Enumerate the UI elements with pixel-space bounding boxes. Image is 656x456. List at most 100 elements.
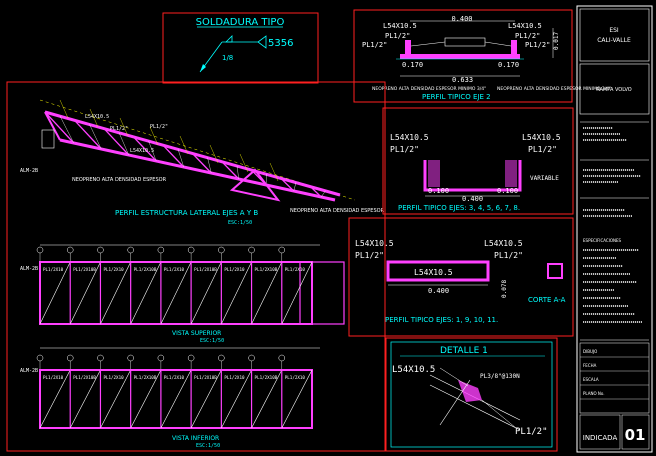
ejes3-label-left: L54X10.5 [390,133,429,142]
plan-member-tag: PL1/2X10 [43,267,64,272]
section-perfil-eje-2: 0.400 L54X10.5 L54X10.5 PL1/2" PL1/2" PL… [353,9,611,103]
inferior-axis-tag: ALM-2B [20,368,38,374]
lateral-callout-leader [209,144,219,164]
ejes3-plate-left: PL1/2" [390,145,419,154]
lateral-web-diagonal [133,136,157,162]
detalle1-chord-b [429,384,521,431]
corte-aa-section [547,263,563,279]
lateral-web-vertical [293,182,297,192]
lateral-web-diagonal [221,161,240,180]
detalle1-title: DETALLE 1 [440,346,488,356]
ejes3-right-angle [505,160,517,187]
ejes1-plate-left: PL1/2" [355,251,384,260]
eje2-plate-left-a: PL1/2" [385,32,410,40]
drawing-number: 01 [625,426,646,444]
weld-leader-arrow [200,64,206,72]
detalle1-leader-plate [481,399,517,429]
ejes3-dim-bottom: 0.400 [462,195,483,203]
plan-bay-diagonal [160,261,192,325]
lateral-title: PERFIL ESTRUCTURA LATERAL EJES A Y B [115,209,258,217]
ejes1-plate-right: PL1/2" [494,251,523,260]
lateral-web-diagonal [103,128,130,156]
lateral-callout-leader [119,117,129,137]
plan-bay-diagonal [130,369,162,429]
company-line1: ESI [609,27,619,34]
detalle1-label-plate-bolt: PL3/8"@130N [480,373,520,380]
plan-bay-diagonal [39,261,71,325]
plan-bay-diagonal [100,369,131,429]
drawing-number-box [621,414,650,450]
plan-member-tag: PL1/2X10 [164,375,185,380]
plan-member-tag: PL1/2X10B [134,267,157,272]
ejes3-left-angle [428,160,440,187]
lateral-web-diagonal [192,153,212,174]
plan-member-tag: PL1/2X10B [73,375,96,380]
ejes1-box-section [386,260,490,282]
plan-member-tag: PL1/2X10B [73,267,96,272]
plan-bay-diagonal [281,369,313,429]
title-block: ESI CALI-VALLE RAMPA VOLVO ESPECIFICACIO… [576,5,653,453]
detalle1-diagonal [439,379,471,426]
lateral-callout-leader [149,126,159,146]
detalle1-inner-frame [390,341,553,448]
lateral-web-vertical [89,124,102,150]
weld-leg-size: 1/8 [222,54,233,62]
notes-heading: ESPECIFICACIONES [583,238,622,243]
superior-bays: PL1/2X10 PL1/2X10B PL1/2X10 PL1/2X10B PL1/2X… [39,261,313,325]
ejes1-dim-bottom: 0.400 [428,287,449,295]
title-block-frame [576,5,653,453]
title-block-fine-text-lines [583,127,642,323]
plan-member-tag: PL1/2X10 [285,267,306,272]
lateral-callout-leader [269,162,279,182]
superior-title: VISTA SUPERIOR [172,330,221,337]
lateral-member-tag: L54X10.5 [130,148,154,154]
plan-member-tag: PL1/2X10 [103,267,124,272]
detalle1-label-angle: L54X10.5 [392,365,435,375]
plan-member-tag: PL1/2X10 [164,267,185,272]
ejes3-plate-right: PL1/2" [528,145,557,154]
ejes3-dim-left: 0.100 [428,187,449,195]
lateral-support-truss [229,168,281,202]
project-name: RAMPA VOLVO [596,87,632,93]
lateral-member-tag: PL1/2" [150,124,168,130]
company-box [579,8,650,62]
eje2-brace-right [484,41,512,47]
lateral-web-diagonal [162,144,185,168]
plan-bay-diagonal [190,261,222,325]
lateral-neoprene-note-left: NEOPRENO ALTA DENSIDAD ESPESOR [72,177,167,183]
ejes1-label-right: L54X10.5 [484,239,523,248]
plan-bay-diagonal [69,369,101,429]
lateral-callout-leader [179,135,189,155]
weld-tail [257,35,267,49]
eje2-bottom-plate [400,54,520,59]
lateral-web-members [44,111,326,198]
plan-member-tag: PL1/2X10 [285,375,306,380]
plan-member-tag: PL1/2X10B [194,267,217,272]
section-perfil-ejes-1-9: L54X10.5 PL1/2" L54X10.5 PL1/2" L54X10.5… [348,217,574,337]
lateral-neoprene-note-right: NEOPRENO ALTA DENSIDAD ESPESOR [290,208,385,214]
weld-box-frame [162,12,319,84]
fillet-weld-symbol [225,35,233,43]
lateral-web-vertical [148,140,157,162]
plan-member-tag: PL1/2X10B [255,375,278,380]
main-views-frame [6,81,386,452]
eje2-dim-right: 0.170 [498,61,519,69]
ejes1-title: PERFIL TIPICO EJES: 1, 9, 10, 11. [385,316,498,324]
eje2-left-angle [405,40,411,54]
lateral-member-tag: L54X10.5 [85,114,109,120]
lateral-web-diagonal [74,119,102,150]
row-dibujo: DIBUJO [583,349,597,354]
section-perfil-ejes-3-8: L54X10.5 PL1/2" L54X10.5 PL1/2" VARIABLE… [382,107,574,215]
lateral-web-vertical [118,132,129,156]
ejes3-channel [423,160,522,192]
lateral-web-vertical [321,190,326,198]
info-table [579,342,650,414]
ejes3-title: PERFIL TIPICO EJES: 3, 4, 5, 6, 7, 8. [398,204,520,212]
detalle-1-box: DETALLE 1 L54X10.5 PL3/8"@130N PL1/2" [385,337,558,452]
project-box [579,63,650,115]
eje2-right-angle [511,40,517,54]
plan-bay-diagonal [281,261,313,325]
plan-bay-diagonal [190,369,222,429]
